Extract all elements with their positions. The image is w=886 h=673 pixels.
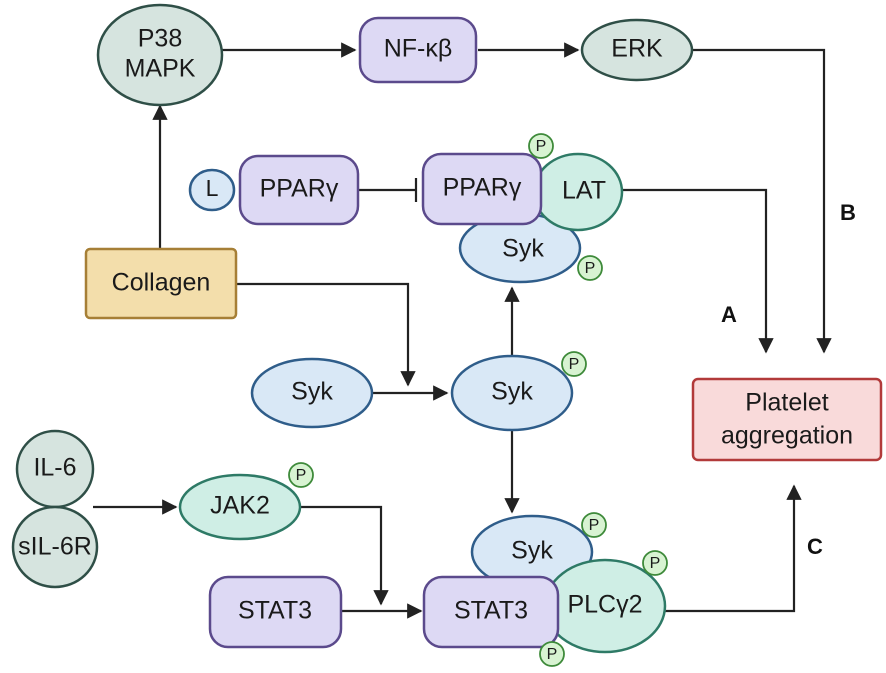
collagen-node: Collagen (84, 247, 238, 320)
ppar-right-node: PPARγ (421, 152, 543, 226)
phospho-badge-plcg2: P (642, 550, 668, 576)
il6-label: IL-6 (33, 454, 76, 482)
svg-text:P: P (536, 138, 547, 155)
syk-left-label: Syk (291, 378, 333, 406)
nfkb-label: NF-κβ (384, 35, 453, 63)
svg-text:P: P (296, 467, 307, 484)
ppar-right-label: PPARγ (443, 174, 522, 202)
erk-node: ERK (580, 18, 694, 82)
edge-lat-to-platelet (622, 188, 774, 354)
p38-label: P38 (138, 25, 182, 53)
jak2-node: JAK2 (178, 473, 302, 541)
phospho-badge-jak2: P (288, 462, 314, 488)
plcg2-node: PLCγ2 (543, 558, 667, 654)
syk-mid-node: Syk (450, 354, 574, 432)
edge-erk-to-platelet (692, 48, 832, 354)
phospho-badge-stat3: P (539, 641, 565, 667)
pathway-label-b: B (840, 200, 856, 225)
nfkb-node: NF-κβ (358, 16, 478, 84)
ppar-left-node: PPARγ (238, 154, 360, 226)
stat3-right-label: STAT3 (454, 597, 528, 625)
pathway-label-a: A (721, 302, 737, 327)
phospho-badge-lat: P (528, 133, 554, 159)
edge-jak2-to-stat3 (300, 505, 389, 606)
phospho-badge-syk-bottom: P (581, 512, 607, 538)
syk-mid-label: Syk (491, 378, 533, 406)
svg-text:P: P (585, 260, 596, 277)
stat3-left-node: STAT3 (208, 575, 343, 649)
stat3-left-label: STAT3 (238, 597, 312, 625)
edge-collagen-to-syk (236, 282, 416, 387)
svg-text:P: P (569, 356, 580, 373)
ligand-label: L (206, 175, 219, 201)
aggregation-label: aggregation (721, 422, 853, 450)
lat-label: LAT (562, 177, 606, 205)
phospho-badge-syk-top: P (577, 255, 603, 281)
syk-bottom-node: Syk (470, 514, 594, 590)
syk-bottom-label: Syk (511, 537, 553, 565)
syk-left-node: Syk (250, 357, 374, 429)
syk-top-label: Syk (502, 235, 544, 263)
svg-text:P: P (589, 517, 600, 534)
collagen-label: Collagen (112, 269, 211, 297)
svg-text:P: P (650, 555, 661, 572)
jak2-label: JAK2 (210, 492, 270, 520)
stat3-right-node: STAT3 (422, 575, 560, 649)
ppar-left-label: PPARγ (260, 175, 339, 203)
il6-node: IL-6 (15, 429, 95, 509)
sil6r-node: sIL-6R (11, 505, 99, 589)
pathway-label-c: C (807, 534, 823, 559)
erk-label: ERK (611, 35, 663, 63)
phospho-badges: P P P P P P P (288, 133, 668, 667)
edge-plc-to-platelet (664, 484, 802, 613)
ligand-node: L (188, 168, 236, 212)
svg-text:P: P (547, 646, 558, 663)
plcg2-label: PLCγ2 (567, 591, 642, 619)
p38-mapk-node: P38 MAPK (96, 3, 224, 107)
platelet-aggregation-node: Platelet aggregation (691, 377, 883, 462)
platelet-label: Platelet (745, 389, 828, 417)
phospho-badge-syk-mid: P (561, 351, 587, 377)
edges (93, 42, 832, 619)
mapk-label: MAPK (125, 55, 196, 83)
lat-node: LAT (532, 152, 624, 232)
sil6r-label: sIL-6R (18, 533, 92, 561)
